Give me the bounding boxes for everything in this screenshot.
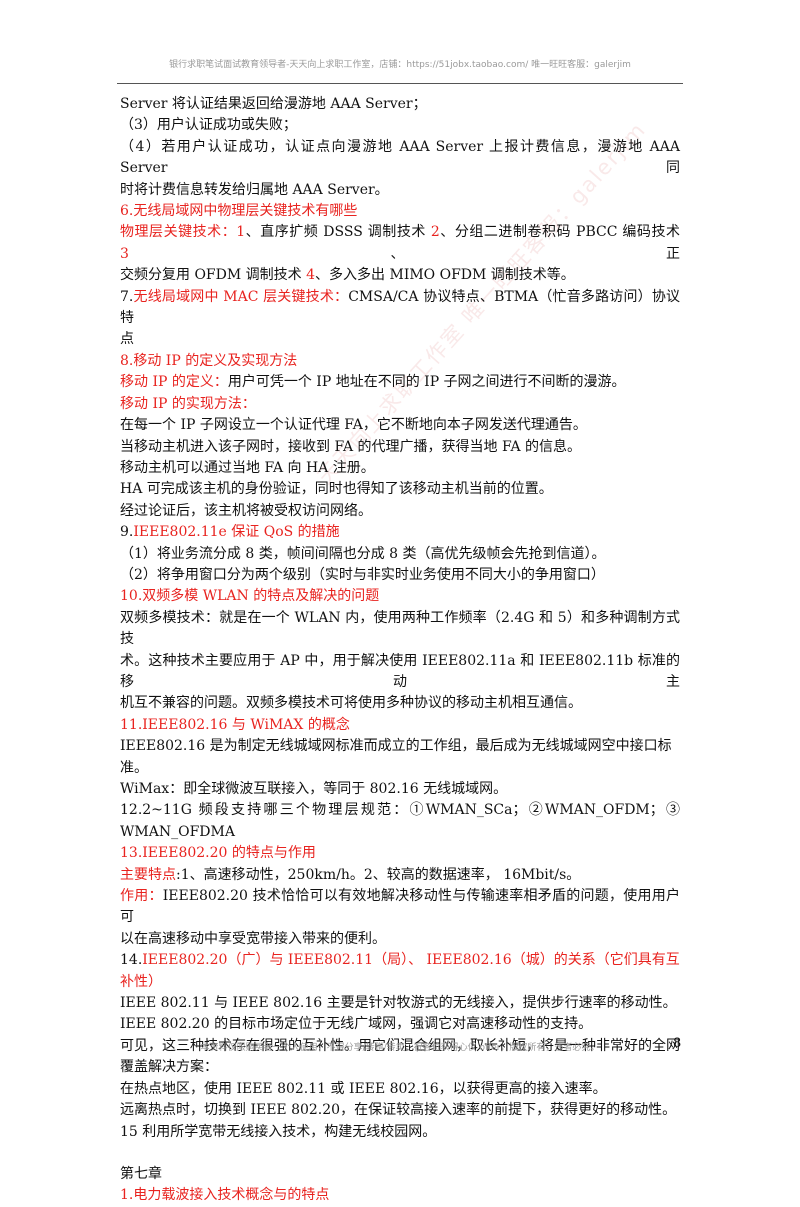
document-body: Server 将认证结果返回给漫游地 AAA Server； （3）用户认证成功… <box>120 94 680 1207</box>
text-line: 时将计费信息转发给归属地 AAA Server。 <box>120 181 389 198</box>
section-heading-10: 10.双频多模 WLAN 的特点及解决的问题 <box>120 588 380 605</box>
spacer <box>120 1143 680 1164</box>
section-heading-11: 11.IEEE802.16 与 WiMAX 的概念 <box>120 716 350 733</box>
text-line: IEEE 802.20 的目标市场定位于无线广域网，强调它对高速移动性的支持。 <box>120 1016 593 1033</box>
text-run: IEEE802.20 技术恰恰可以有效地解决移动性与传输速率相矛盾的问题，使用用… <box>120 888 681 926</box>
section-heading-13: 13.IEEE802.20 的特点与作用 <box>120 845 316 862</box>
text-line: 当移动主机进入该子网时，接收到 FA 的代理广播，获得当地 FA 的信息。 <box>120 438 582 455</box>
text-line: 点 <box>120 331 134 348</box>
text-line: （4）若用户认证成功，认证点向漫游地 AAA Server 上报计费信息，漫游地… <box>120 138 680 177</box>
text-line: 移动 IP 的定义：用户可凭一个 IP 地址在不同的 IP 子网之间进行不间断的… <box>120 372 680 393</box>
text-run: :1、高速移动性，250km/h。2、较高的数据速率， 16Mbit/s。 <box>176 866 581 883</box>
label: 物理层关键技术：1 <box>120 224 246 241</box>
text-line: （3）用户认证成功或失败； <box>120 117 297 134</box>
label: 主要特点 <box>120 866 176 883</box>
page-number: 8 <box>673 1036 682 1051</box>
label: IEEE802.11e 保证 QoS 的措施 <box>133 524 340 541</box>
text-run: 、正 <box>128 245 680 262</box>
text-run: 、直序扩频 DSSS 调制技术 <box>245 224 431 241</box>
chapter-title: 第七章 <box>120 1165 162 1182</box>
text-line: 交频分复用 OFDM 调制技术 4、多入多出 MIMO OFDM 调制技术等。 <box>120 265 680 286</box>
section-heading-14: 14.IEEE802.20（广）与 IEEE802.11（局）、 IEEE802… <box>120 950 680 993</box>
text-run: 用户可凭一个 IP 地址在不同的 IP 子网之间进行不间断的漫游。 <box>227 374 626 391</box>
text-line: 15 利用所学宽带无线接入技术，构建无线校园网。 <box>120 1123 437 1140</box>
text-line: 覆盖解决方案： <box>120 1059 218 1076</box>
text-line: 双频多模技术：就是在一个 WLAN 内，使用两种工作频率（2.4G 和 5）和多… <box>120 609 680 648</box>
number: 4 <box>306 267 316 284</box>
text-line: HA 可完成该主机的身份验证，同时也得知了该移动主机当前的位置。 <box>120 481 553 498</box>
label: 作用： <box>120 888 163 905</box>
text-line: 物理层关键技术：1、直序扩频 DSSS 调制技术 2、分组二进制卷积码 PBCC… <box>120 222 680 265</box>
text-run: 、分组二进制卷积码 PBCC 编码技术 <box>439 224 680 241</box>
page-header: 银行求职笔试面试教育领导者-天天向上求职工作室，店铺：https://51job… <box>169 60 631 70</box>
text-line: 以在高速移动中享受宽带接入带来的便利。 <box>120 930 386 947</box>
section-heading-9: 9.IEEE802.11e 保证 QoS 的措施 <box>120 522 680 543</box>
text-line: 移动主机可以通过当地 FA 向 HA 注册。 <box>120 459 375 476</box>
text-line: WiMax：即全球微波互联接入，等同于 802.16 无线城域网。 <box>120 781 508 797</box>
text-line: 远离热点时，切换到 IEEE 802.20，在保证较高接入速率的前提下，获得更好… <box>120 1102 677 1119</box>
header-rule <box>117 83 683 84</box>
label: IEEE802.20（广）与 IEEE802.11（局）、 IEEE802.16… <box>120 952 680 990</box>
text-run: 9. <box>120 524 134 541</box>
page-footer: 本资料仅限购买者一个人使用，不得分享/转赠/转卖，祝各位获得心仪 offer，版… <box>200 1043 600 1053</box>
text-line: （2）将争用窗口分为两个级别（实时与非实时业务使用不同大小的争用窗口） <box>120 566 605 583</box>
text-line: 可见，这三种技术存在很强的互补性。用它们混合组网，取长补短，将是一种非常好的全网 <box>120 1037 680 1054</box>
text-line: 机互不兼容的问题。双频多模技术可将使用多种协议的移动主机相互通信。 <box>120 695 582 712</box>
text-line: （1）将业务流分成 8 类，帧间间隔也分成 8 类（高优先级帧会先抢到信道）。 <box>120 545 606 562</box>
number: 3 <box>120 245 129 262</box>
text-run: 交频分复用 OFDM 调制技术 <box>120 267 307 284</box>
text-line: 主要特点:1、高速移动性，250km/h。2、较高的数据速率， 16Mbit/s… <box>120 865 680 886</box>
text-line: Server 将认证结果返回给漫游地 AAA Server； <box>120 96 427 112</box>
section-heading-6: 6.无线局域网中物理层关键技术有哪些 <box>120 203 358 220</box>
text-run: 7. <box>120 288 134 305</box>
text-line: 经过论证后，该主机将被受权访问网络。 <box>120 502 372 519</box>
text-line: IEEE 802.11 与 IEEE 802.16 主要是针对牧游式的无线接入，… <box>120 995 677 1012</box>
text-line: 作用：IEEE802.20 技术恰恰可以有效地解决移动性与传输速率相矛盾的问题，… <box>120 886 680 929</box>
text-line: WMAN_OFDMA <box>120 823 235 840</box>
section-heading-12: 12.2~11G 频段支持哪三个物理层规范：①WMAN_SCa；②WMAN_OF… <box>120 802 680 819</box>
text-line: 在热点地区，使用 IEEE 802.11 或 IEEE 802.16，以获得更高… <box>120 1080 607 1097</box>
text-line: 术。这种技术主要应用于 AP 中，用于解决使用 IEEE802.11a 和 IE… <box>120 652 680 690</box>
section-heading-7: 7.无线局域网中 MAC 层关键技术：CMSA/CA 协议特点、BTMA（忙音多… <box>120 287 680 330</box>
label: 无线局域网中 MAC 层关键技术： <box>133 288 349 305</box>
text-line: 在每一个 IP 子网设立一个认证代理 FA，它不断地向本子网发送代理通告。 <box>120 417 587 434</box>
number: 2 <box>430 224 440 241</box>
section-heading-ch7-1: 1.电力载波接入技术概念与的特点 <box>120 1187 330 1204</box>
text-run: 14. <box>120 952 143 969</box>
label: 移动 IP 的定义： <box>120 374 228 391</box>
section-heading-8: 8.移动 IP 的定义及实现方法 <box>120 352 298 369</box>
text-run: 、多入多出 MIMO OFDM 调制技术等。 <box>315 267 575 284</box>
text-run: CMSA/CA 协议特点、BTMA（忙音多路访问）协议特 <box>120 288 681 327</box>
text-line: IEEE802.16 是为制定无线城域网标准而成立的工作组，最后成为无线城域网空… <box>120 738 672 776</box>
subheading: 移动 IP 的实现方法： <box>120 395 256 412</box>
